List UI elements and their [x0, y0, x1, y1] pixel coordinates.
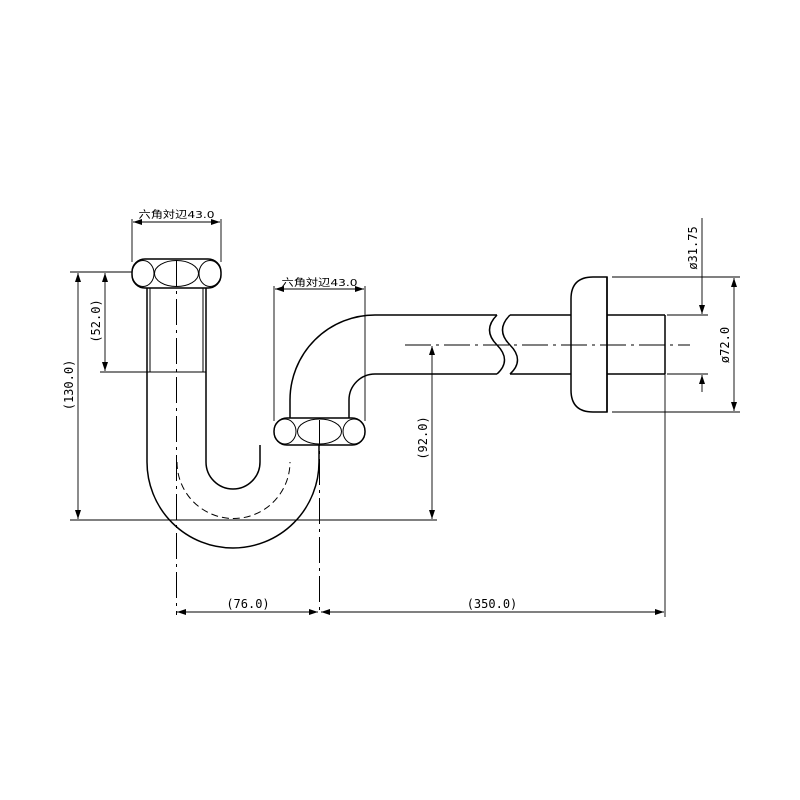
dimension-flange-diameter: ø72.0	[612, 276, 740, 413]
pipe-diameter-label: ø31.75	[686, 226, 700, 269]
hex-top-label: 六角対辺43.0	[139, 208, 215, 221]
trap-height-label: (92.0)	[416, 416, 430, 459]
horizontal-offset-label: (76.0)	[226, 597, 269, 611]
hex-mid-label: 六角対辺43.0	[282, 276, 358, 289]
overall-height-label: (130.0)	[62, 360, 76, 411]
flange-diameter-label: ø72.0	[718, 327, 732, 363]
trap-pipe-body	[146, 288, 575, 549]
center-lines	[176, 260, 690, 615]
dimension-pipe-diameter: ø31.75	[667, 218, 708, 392]
dimension-trap-height: (92.0)	[416, 346, 435, 519]
dimension-hex-mid: 六角対辺43.0	[273, 276, 366, 421]
dimension-tail-length: (52.0)	[89, 273, 147, 373]
tail-length-label: (52.0)	[89, 299, 103, 342]
horizontal-length-label: (350.0)	[467, 597, 518, 611]
dimension-hex-top: 六角対辺43.0	[131, 208, 222, 262]
dimension-horizontal: (76.0) (350.0)	[177, 374, 666, 617]
dimension-overall-height: (130.0)	[62, 271, 437, 521]
